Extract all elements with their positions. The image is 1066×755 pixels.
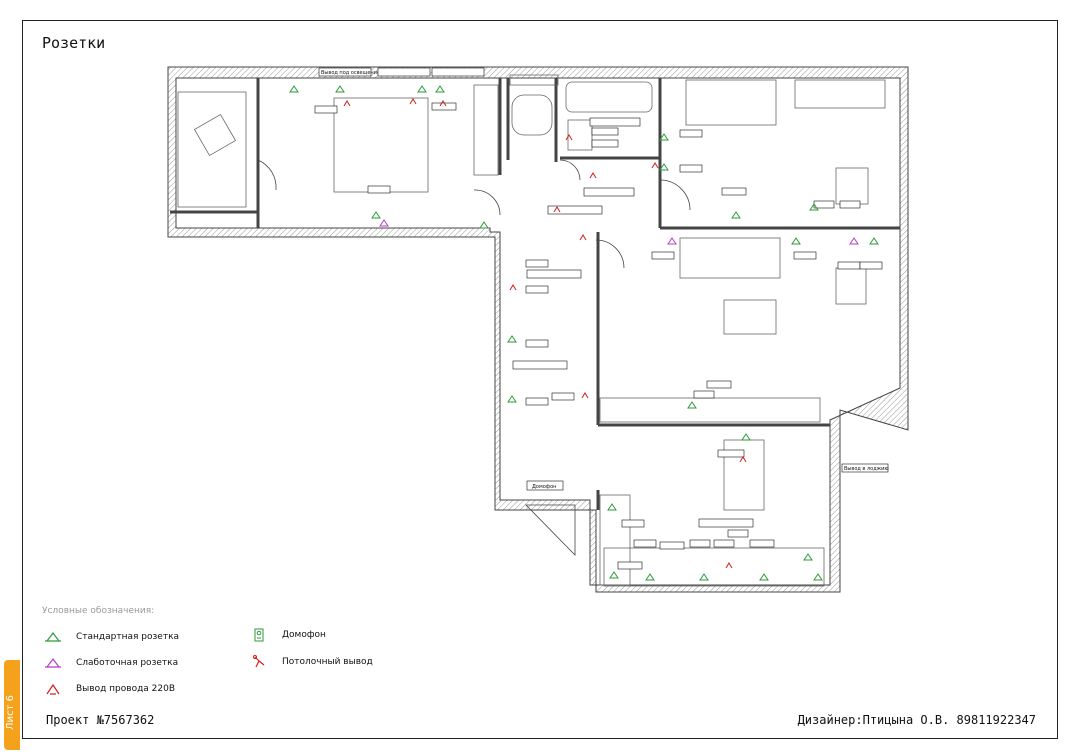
legend-item-wire-220v: Вывод провода 220В <box>44 682 175 696</box>
intercom-icon <box>254 628 264 642</box>
sheet-tab: Лист 6 <box>4 660 20 750</box>
legend-heading: Условные обозначения: <box>42 606 155 616</box>
legend-label: Домофон <box>282 630 326 640</box>
designer-info: Дизайнер:Птицына О.В. 89811922347 <box>797 713 1036 727</box>
legend-item-intercom: Домофон <box>250 628 326 642</box>
walls <box>167 66 909 593</box>
legend-item-standard-socket: Стандартная розетка <box>44 630 179 644</box>
partitions <box>170 78 900 510</box>
low-current-socket-icon <box>45 658 61 668</box>
svg-text:Домофон: Домофон <box>532 484 556 490</box>
ceiling-outlet-icon <box>253 655 265 668</box>
legend-label: Слаботочная розетка <box>76 658 179 668</box>
legend-item-ceiling-outlet: Потолочный вывод <box>250 655 373 669</box>
project-number: Проект №7567362 <box>46 713 155 727</box>
wire-220v-icon <box>46 683 60 695</box>
legend-item-low-current-socket: Слаботочная розетка <box>44 656 178 670</box>
standard-socket-icon <box>45 632 61 642</box>
legend-label: Вывод провода 220В <box>76 684 176 694</box>
sheet-frame <box>22 20 1058 739</box>
svg-text:Вывод в лоджию: Вывод в лоджию <box>844 466 889 472</box>
legend-label: Стандартная розетка <box>76 632 180 642</box>
plan-annotations: Вывод под освещение Вывод в лоджию Домоф… <box>314 67 889 570</box>
sheet-tab-label: Лист 6 <box>5 695 16 730</box>
legend-label: Потолочный вывод <box>282 657 373 667</box>
page-title: Розетки <box>42 34 106 52</box>
furniture <box>177 74 886 587</box>
sockets <box>289 85 879 581</box>
doors <box>257 159 691 556</box>
svg-text:Вывод под освещение: Вывод под освещение <box>321 70 380 76</box>
